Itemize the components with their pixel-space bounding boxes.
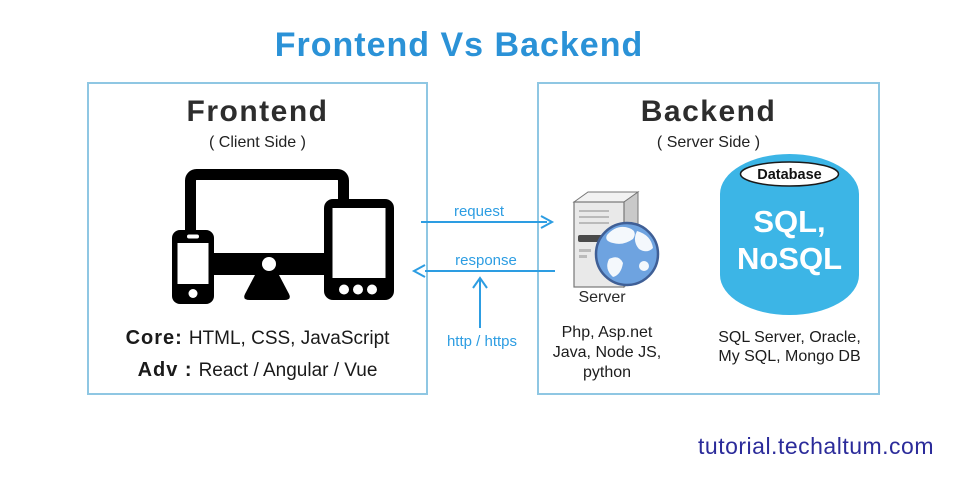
response-label: response xyxy=(455,252,517,269)
server-icon xyxy=(572,191,660,289)
frontend-adv-line: Adv :React / Angular / Vue xyxy=(89,359,426,382)
frontend-panel: Frontend ( Client Side ) xyxy=(87,82,428,395)
adv-value: React / Angular / Vue xyxy=(198,360,378,381)
frontend-subheading: ( Client Side ) xyxy=(209,134,306,151)
server-tech-line: python xyxy=(582,364,632,381)
tablet-icon xyxy=(324,199,394,300)
protocol-label: http / https xyxy=(447,333,517,350)
request-label: request xyxy=(454,203,505,220)
database-example-line: SQL Server, Oracle, xyxy=(718,329,861,346)
backend-subheading: ( Server Side ) xyxy=(656,134,761,151)
globe-icon xyxy=(594,221,660,287)
database-examples: SQL Server, Oracle, My SQL, Mongo DB xyxy=(697,328,882,366)
smartphone-icon xyxy=(172,230,214,304)
database-example-line: My SQL, Mongo DB xyxy=(718,348,861,365)
backend-heading: Backend xyxy=(640,95,777,128)
page-title: Frontend Vs Backend xyxy=(274,26,644,64)
server-tech-list: Php, Asp.net Java, Node JS, python xyxy=(539,323,675,383)
server-tech-line: Java, Node JS, xyxy=(552,344,662,361)
request-response-flow: request response http / https xyxy=(411,203,555,350)
frontend-core-line: Core:HTML, CSS, JavaScript xyxy=(89,327,426,350)
core-label: Core: xyxy=(125,327,183,349)
protocol-arrow-icon xyxy=(472,276,488,328)
database-nosql-text: NoSQL xyxy=(737,241,842,276)
database-label: Database xyxy=(757,167,821,183)
database-cylinder-icon: Database SQL, NoSQL xyxy=(720,154,859,315)
server-tech-line: Php, Asp.net xyxy=(561,324,653,341)
backend-panel: Backend ( Server Side ) Server Php, Asp.… xyxy=(537,82,880,395)
server-label: Server xyxy=(578,289,626,306)
database-sql-text: SQL, xyxy=(753,204,825,239)
core-value: HTML, CSS, JavaScript xyxy=(188,328,390,349)
response-arrow-icon xyxy=(411,264,555,278)
client-devices-icon xyxy=(172,169,394,304)
adv-label: Adv : xyxy=(137,359,193,381)
watermark-link[interactable]: tutorial.techaltum.com xyxy=(698,433,934,459)
request-arrow-icon xyxy=(421,215,555,229)
frontend-heading: Frontend xyxy=(186,95,329,128)
